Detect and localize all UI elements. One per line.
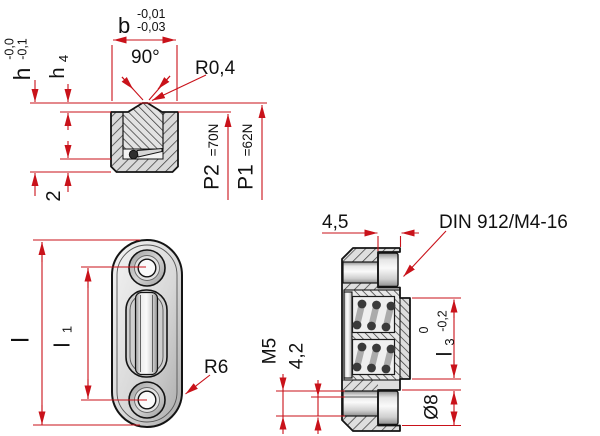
- dim-h-tol-upper: -0,0: [3, 38, 17, 60]
- dim-thread-label: M5: [260, 338, 281, 364]
- dim-h4-label: h: [47, 67, 69, 78]
- section-left-wall: [111, 112, 123, 159]
- dim-l3-subscript: 3: [442, 338, 457, 345]
- dim-b-tol-lower: -0,03: [137, 20, 166, 34]
- dim-lip-label: 2: [43, 190, 65, 201]
- side-nut-bottom: [342, 416, 400, 431]
- dim-h-label: h: [9, 68, 35, 81]
- dim-l3-tol-lower: -0,2: [436, 310, 450, 332]
- plan-pin: [134, 291, 159, 376]
- force-p2-value: =70N: [206, 124, 221, 157]
- dim-b-tol-upper: -0,01: [137, 7, 166, 21]
- dim-b-label: b: [118, 13, 130, 38]
- force-p1-label: P1: [235, 164, 258, 190]
- gib-plunger: [343, 291, 353, 379]
- dim-l1-label: l: [50, 343, 75, 348]
- top-screw-shank: [342, 261, 379, 284]
- plan-dimensions: [33, 239, 211, 426]
- plan-view: l l 1 R6: [8, 238, 228, 428]
- dim-core-dia-label: 4,2: [287, 343, 308, 369]
- dim-cbore-depth-label: 4,5: [322, 212, 348, 233]
- dim-cbore-dia-label: Ø8: [422, 394, 443, 419]
- bottom-thread-hole: [342, 390, 379, 417]
- dim-h-tol-lower: -0,1: [16, 38, 30, 60]
- force-p2-label: P2: [201, 164, 224, 190]
- dim-r6-label: R6: [204, 357, 228, 378]
- screw-spec-label: DIN 912/M4-16: [439, 212, 568, 233]
- section-view: b -0,01 -0,03 90° R0,4 h -0,0 -0,1 h 4 2…: [3, 7, 267, 202]
- side-dimensions: [276, 229, 461, 434]
- dim-l3-label: l: [434, 352, 457, 357]
- plan-hole-top: [128, 249, 166, 287]
- dim-h4-subscript: 4: [56, 55, 71, 62]
- dim-length-label: l: [8, 337, 35, 342]
- section-body: [110, 102, 179, 173]
- dim-l3-tol-upper: 0: [417, 326, 431, 333]
- section-pin: [128, 149, 139, 160]
- dim-l1-subscript: 1: [60, 326, 75, 333]
- plan-body: [111, 238, 183, 428]
- section-dimensions: [30, 36, 267, 200]
- side-body: [341, 247, 411, 432]
- spring-upper: [351, 295, 396, 334]
- top-screw-head: [377, 252, 399, 288]
- dim-tip-radius-label: R0,4: [195, 58, 236, 79]
- dim-angle-label: 90°: [131, 47, 160, 68]
- bottom-screw-head: [377, 390, 399, 426]
- force-p1-value: =62N: [240, 124, 255, 157]
- section-right-wall: [163, 112, 178, 159]
- side-view: 4,5 DIN 912/M4-16 M5 4,2 l 3 -0,2 0 Ø8: [260, 212, 568, 434]
- section-bottom-lip: [111, 159, 178, 172]
- spring-lower: [351, 338, 396, 376]
